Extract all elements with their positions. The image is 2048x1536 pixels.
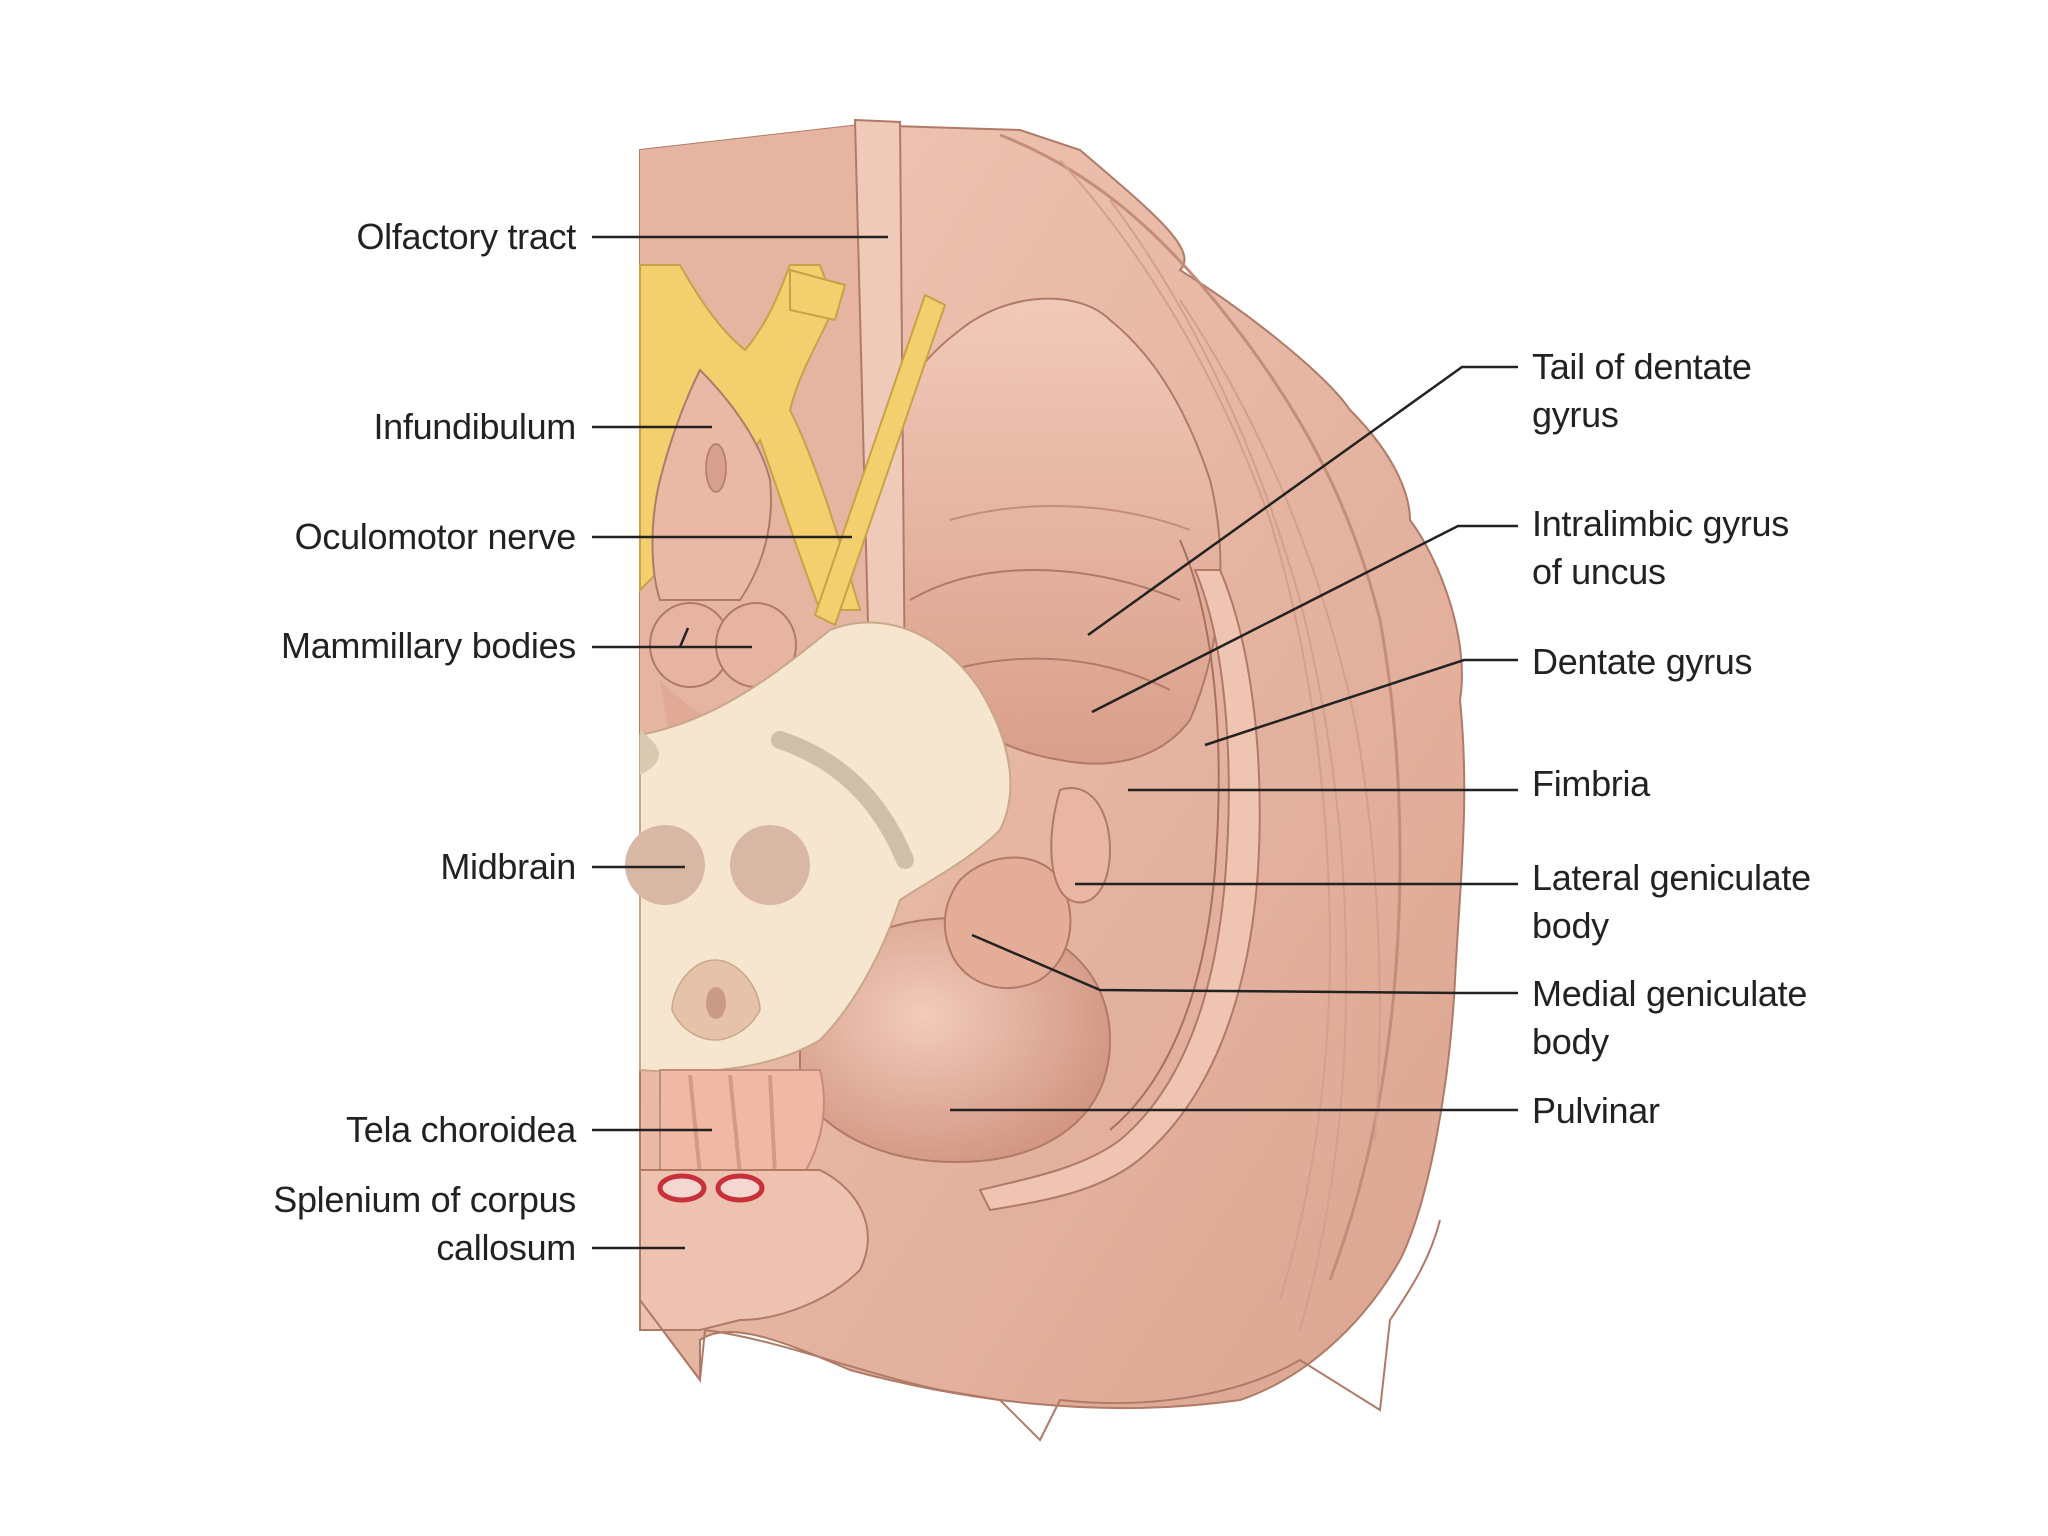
- substantia-nigra: [771, 731, 914, 869]
- leader-lines-right: [950, 365, 1518, 1112]
- cortex-striation-3: [1179, 299, 1381, 1141]
- label-splenium-line2: callosum: [436, 1227, 576, 1268]
- label-mammillary-bodies-line1: Mammillary bodies: [281, 625, 576, 666]
- label-midbrain: Midbrain: [440, 843, 576, 891]
- geniculate-bodies: [943, 856, 1072, 989]
- label-olfactory-tract-line1: Olfactory tract: [356, 216, 576, 257]
- label-fimbria-line1: Fimbria: [1532, 763, 1650, 804]
- label-pulvinar: Pulvinar: [1532, 1087, 1660, 1135]
- label-intralimbic: Intralimbic gyrus of uncus: [1532, 500, 1789, 596]
- label-splenium: Splenium of corpus callosum: [273, 1176, 576, 1272]
- cortex-striation-1: [1059, 159, 1332, 1301]
- label-lateral-geniculate: Lateral geniculate body: [1532, 854, 1811, 950]
- tissue-bottom-edge: [639, 1219, 1441, 1442]
- cortex-striation-2: [1109, 199, 1348, 1331]
- lateral-geniculate: [1050, 787, 1112, 904]
- uncus-fold-3: [949, 505, 1191, 531]
- label-medial-geniculate-line2: body: [1532, 1021, 1609, 1062]
- label-pulvinar-line1: Pulvinar: [1532, 1090, 1660, 1131]
- midbrain-left-edge: [640, 730, 659, 775]
- leader-intralimbic: [1091, 524, 1518, 714]
- label-fimbria: Fimbria: [1532, 760, 1650, 808]
- leader-lines-left: [592, 235, 888, 1250]
- tela-choroidea-shape: [659, 1069, 825, 1181]
- label-mammillary-bodies: Mammillary bodies: [281, 622, 576, 670]
- leader-mammillary-tick: [678, 627, 690, 648]
- label-oculomotor-nerve-line1: Oculomotor nerve: [294, 516, 577, 557]
- label-tail-dentate-line1: Tail of dentate: [1532, 346, 1752, 387]
- label-infundibulum: Infundibulum: [373, 403, 576, 451]
- red-nucleus-left: [625, 825, 705, 905]
- dentate-gyrus-strip: [978, 569, 1261, 1212]
- label-dentate-gyrus: Dentate gyrus: [1532, 638, 1753, 686]
- label-oculomotor-nerve: Oculomotor nerve: [294, 513, 577, 561]
- leader-dentate-gyrus: [1204, 658, 1518, 747]
- leader-medial-geniculate: [971, 933, 1518, 995]
- label-intralimbic-line1: Intralimbic gyrus: [1532, 503, 1789, 544]
- label-medial-geniculate: Medial geniculate body: [1532, 970, 1807, 1066]
- oculomotor-nerve-shape: [813, 293, 947, 627]
- tela-fold-3: [768, 1074, 777, 1176]
- label-olfactory-tract: Olfactory tract: [356, 213, 576, 261]
- uncus-fold-1: [909, 569, 1181, 601]
- label-splenium-line1: Splenium of corpus: [273, 1179, 576, 1220]
- fimbria-band: [1109, 539, 1220, 1131]
- leader-tail-dentate: [1087, 365, 1518, 637]
- label-lateral-geniculate-line1: Lateral geniculate: [1532, 857, 1811, 898]
- vessel-right: [715, 1173, 765, 1203]
- tela-fold-2: [728, 1074, 742, 1176]
- label-intralimbic-line2: of uncus: [1532, 551, 1666, 592]
- optic-tract-right: [789, 268, 847, 322]
- label-tela-choroidea-line1: Tela choroidea: [346, 1109, 576, 1150]
- label-dentate-gyrus-line1: Dentate gyrus: [1532, 641, 1753, 682]
- cerebral-aqueduct: [706, 987, 726, 1019]
- vessel-left: [657, 1173, 707, 1203]
- label-tail-dentate: Tail of dentate gyrus: [1532, 343, 1752, 439]
- label-infundibulum-line1: Infundibulum: [373, 406, 576, 447]
- label-midbrain-line1: Midbrain: [440, 846, 576, 887]
- splenium-shape: [639, 1169, 869, 1331]
- label-medial-geniculate-line1: Medial geniculate: [1532, 973, 1808, 1014]
- red-nucleus-right: [730, 825, 810, 905]
- label-tela-choroidea: Tela choroidea: [346, 1106, 576, 1154]
- label-tail-dentate-line2: gyrus: [1532, 394, 1619, 435]
- label-lateral-geniculate-line2: body: [1532, 905, 1609, 946]
- tela-fold-1: [688, 1074, 702, 1176]
- midbrain-section: [639, 621, 1012, 1073]
- infundibulum-pit: [705, 443, 727, 493]
- cortex-outer-fold: [999, 133, 1402, 1281]
